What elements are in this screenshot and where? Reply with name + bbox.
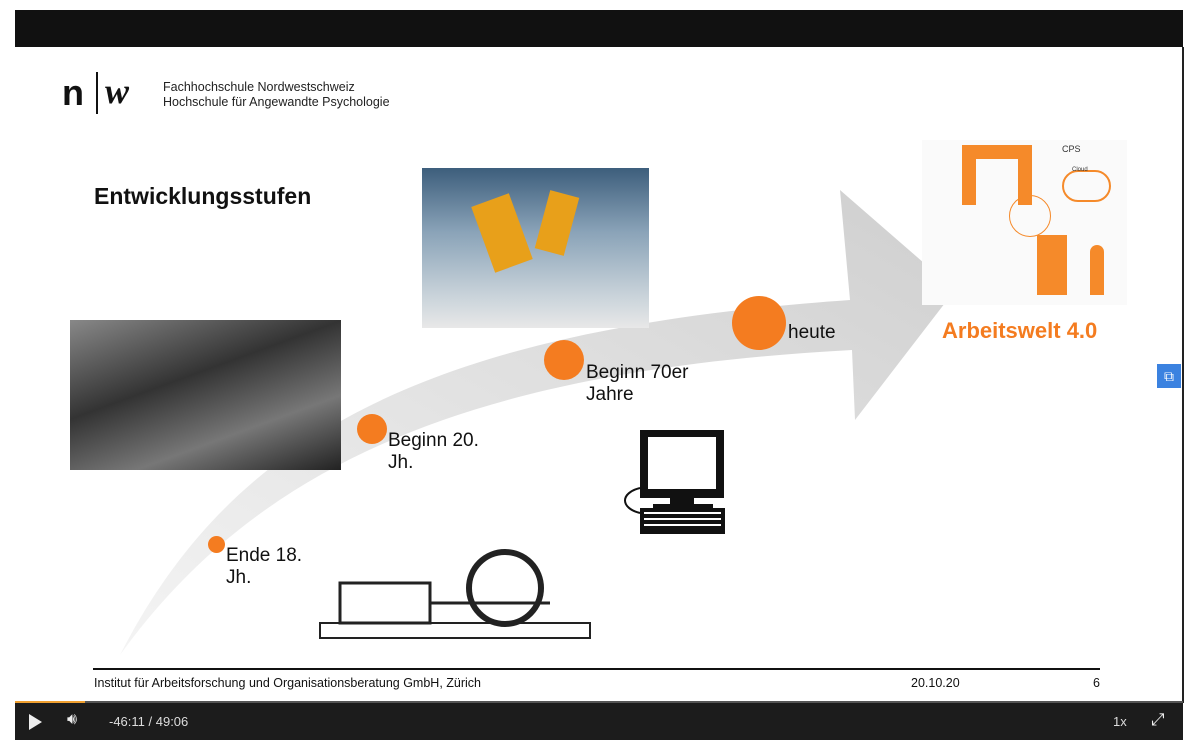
time-display: -46:11 / 49:06 (109, 714, 189, 729)
stage-label: Beginn 20. Jh. (388, 430, 479, 474)
steam-engine-image (319, 549, 591, 639)
picture-in-picture-icon[interactable]: ⧉ (1157, 364, 1181, 388)
cps-diagram: CPS Cloud (922, 140, 1127, 305)
assembly-line-photo (70, 320, 341, 470)
institution-line1: Fachhochschule Nordwestschweiz (163, 80, 355, 94)
stage-label-line2: Jahre (586, 384, 634, 405)
cps-label: CPS (1062, 144, 1081, 154)
stage-label-line2: Jh. (226, 567, 252, 588)
logo-w: w (105, 71, 130, 111)
cloud-label: Cloud (1072, 167, 1088, 173)
volume-icon[interactable]: 🔊︎ (67, 711, 78, 728)
progress-track[interactable] (15, 701, 1183, 703)
speed-button[interactable]: 1x (1113, 714, 1127, 729)
stage-dot (208, 536, 225, 553)
industrial-robot-photo (422, 168, 649, 328)
stage-label-line2: Jh. (388, 452, 414, 473)
stage-label-line1: Beginn 20. (388, 430, 479, 451)
institution: Fachhochschule Nordwestschweiz Hochschul… (163, 80, 390, 110)
stage-dot (544, 340, 584, 380)
stage-label: Ende 18. Jh. (226, 545, 302, 589)
play-icon[interactable] (29, 714, 42, 730)
stage-label-line1: heute (788, 322, 836, 343)
stage-dot (357, 414, 387, 444)
institution-line2: Hochschule für Angewandte Psychologie (163, 95, 390, 109)
fullscreen-icon[interactable]: ⤢ (1151, 710, 1165, 729)
stage-label: heute (788, 322, 836, 344)
footer-organization: Institut für Arbeitsforschung und Organi… (94, 676, 481, 690)
logo-divider (96, 72, 98, 114)
arbeitswelt-label: Arbeitswelt 4.0 (942, 318, 1098, 343)
logo-n: n (62, 72, 84, 113)
slide-title: Entwicklungsstufen (94, 183, 312, 209)
stage-label-line1: Beginn 70er (586, 362, 689, 383)
footer-divider (93, 668, 1100, 670)
progress-fill (15, 701, 86, 703)
stage-label: Beginn 70er Jahre (586, 362, 688, 406)
player-controls: 🔊︎ -46:11 / 49:06 1x ⤢ (15, 703, 1183, 740)
footer-page: 6 (1093, 676, 1100, 690)
footer-date: 20.10.20 (911, 676, 960, 690)
stage-dot (732, 296, 786, 350)
top-bar (15, 10, 1183, 47)
stage-label-line1: Ende 18. (226, 545, 303, 566)
computer-icon (624, 430, 725, 534)
